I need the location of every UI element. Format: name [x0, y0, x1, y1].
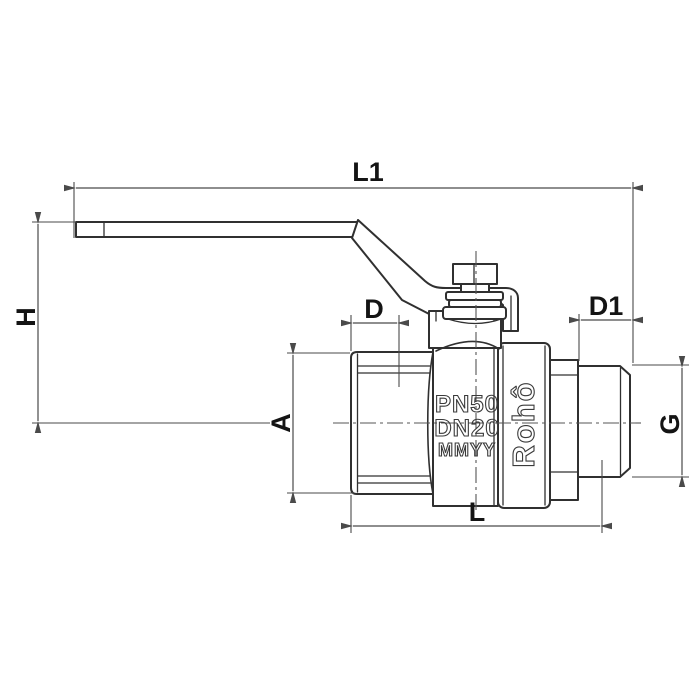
marking-brand-logo: Rohô — [506, 380, 541, 467]
dimension-lines — [32, 182, 689, 533]
label-a: A — [266, 413, 296, 433]
centerlines — [333, 251, 641, 513]
label-h: H — [11, 307, 41, 327]
male-hex-adapter — [549, 359, 579, 501]
gland-dome-arc — [447, 318, 502, 325]
label-d: D — [364, 294, 384, 324]
marking-date-code: MMYY — [438, 440, 496, 460]
label-l: L — [469, 497, 486, 527]
body-transition-curve — [426, 351, 434, 495]
ball-housing-arc — [435, 340, 500, 352]
dimension-labels: L1 H D D1 A G L — [11, 157, 685, 527]
body-markings: PN50 DN20 MMYY Rohô — [434, 380, 542, 468]
label-g: G — [655, 413, 685, 434]
handle-bar — [75, 221, 359, 238]
gland-dome — [442, 306, 507, 320]
stem-hex-nut — [452, 263, 498, 285]
stem — [460, 283, 490, 293]
packing-washer-1 — [445, 291, 504, 301]
marking-nominal-diameter: DN20 — [434, 415, 499, 442]
label-d1: D1 — [589, 291, 624, 321]
label-l1: L1 — [352, 157, 384, 187]
packing-washer-2 — [448, 299, 502, 308]
male-thread-end — [577, 365, 631, 478]
marking-pressure-rating: PN50 — [435, 391, 499, 418]
valve-parts — [75, 219, 631, 509]
